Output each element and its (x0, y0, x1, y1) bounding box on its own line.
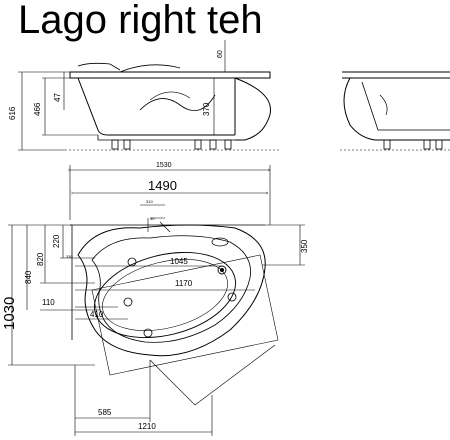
dim-top-gap: 60 (217, 50, 224, 58)
dim-410: 410 (90, 310, 104, 319)
dim-depth-inner: 820 (36, 252, 45, 266)
plan-left-dimensions (8, 224, 100, 366)
dim-inner-depth: 370 (202, 102, 211, 116)
dim-110: 110 (42, 298, 55, 307)
dim-1045: 1045 (170, 257, 188, 266)
dim-outer-width: 1530 (156, 162, 172, 169)
dim-rim-height: 466 (33, 102, 42, 116)
dim-outer-depth: 1030 (1, 297, 18, 330)
dim-right-350: 350 (300, 239, 309, 253)
dim-small-left: 330 (66, 254, 73, 259)
dim-overall-height: 616 (8, 106, 17, 120)
plan-right-dimensions (262, 224, 305, 266)
dim-small-mid: 40 (150, 216, 155, 221)
plan-top-dimensions (70, 165, 270, 225)
plan-inner-dimensions (74, 204, 255, 436)
plan-tub-outline (70, 217, 279, 406)
dim-depth: 840 (24, 270, 33, 284)
side-view-elevation (65, 62, 280, 151)
dim-rim-thickness: 47 (53, 93, 62, 102)
dim-1170: 1170 (175, 279, 193, 288)
side-view-end (340, 71, 450, 151)
dim-width: 1490 (148, 178, 177, 193)
dim-585: 585 (98, 408, 112, 417)
dim-1210: 1210 (138, 422, 156, 431)
product-title: Lago right teh (18, 0, 263, 42)
dim-small-top: 310 (146, 199, 153, 204)
dim-offset-220: 220 (52, 234, 61, 248)
side-view-dimensions (18, 40, 226, 151)
